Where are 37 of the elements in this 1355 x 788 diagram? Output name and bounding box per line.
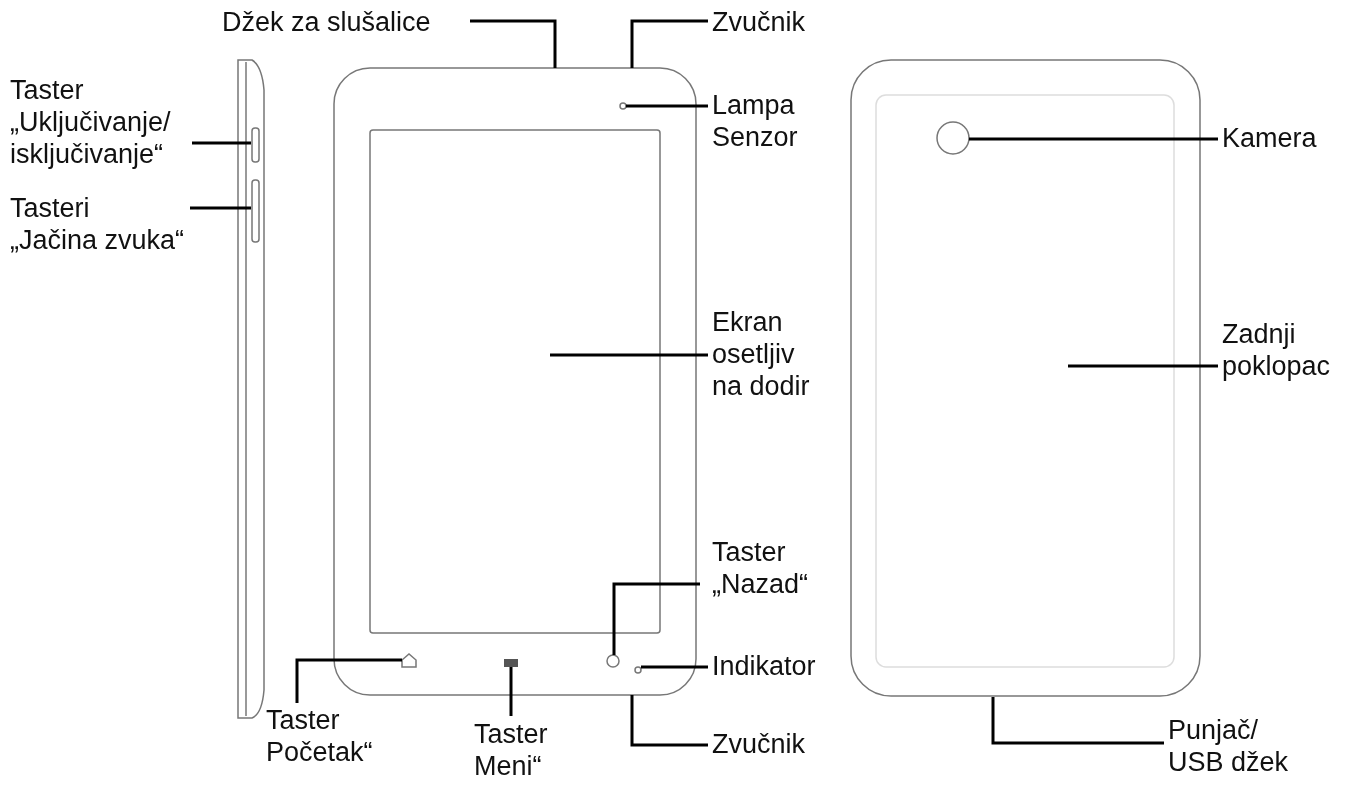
part-label: Taster „Uključivanje/ isključivanje“ [10,74,171,170]
back-button-icon [606,654,620,668]
part-label: Zvučnik [712,728,806,760]
part-label: Taster Početak“ [266,704,373,768]
leader-line [509,667,513,716]
leader-line [612,582,700,655]
leader-line [295,658,402,703]
leader-line [550,353,708,357]
part-label: Zvučnik [712,6,806,38]
part-label: Kamera [1222,122,1317,154]
leader-line [626,104,708,108]
part-label: Taster „Nazad“ [712,536,809,600]
power-button [251,127,260,163]
leader-line [630,695,708,747]
part-label: Tasteri „Jačina zvuka“ [10,192,185,256]
volume-button [251,179,260,243]
leader-line [630,19,708,68]
leader-line [192,141,251,145]
camera-lens [936,121,970,155]
menu-button-icon [504,659,518,667]
light-sensor [619,102,627,110]
part-label: Punjač/ USB džek [1168,714,1289,778]
leader-line [190,206,251,210]
part-label: Džek za slušalice [222,6,431,38]
part-label: Taster Meni“ [474,718,548,782]
part-label: Lampa Senzor [712,89,798,153]
touch-screen [369,129,661,634]
leader-line [991,697,1164,745]
home-button-icon [401,653,417,668]
leader-line [1068,364,1218,368]
indicator-light [634,666,642,674]
part-label: Ekran osetljiv na dodir [712,306,810,402]
leader-line [641,665,708,669]
part-label: Indikator [712,650,816,682]
part-label: Zadnji poklopac [1222,318,1331,382]
leader-line [470,19,557,68]
leader-line [969,137,1218,141]
